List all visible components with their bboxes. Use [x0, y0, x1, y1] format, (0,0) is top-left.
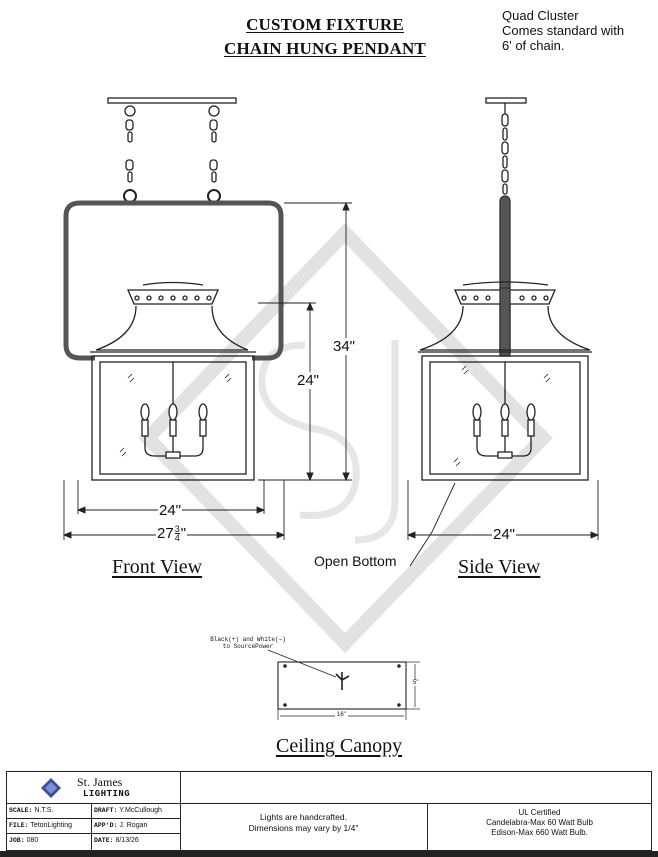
job-key: JOB: — [9, 837, 25, 844]
dim-side-width: 24" — [492, 526, 517, 543]
front-chain-right — [207, 105, 221, 203]
handcrafted-note: Lights are handcrafted. Dimensions may v… — [180, 812, 427, 834]
dim-width-whole: 27 — [157, 525, 174, 542]
wiring-note-line-1: Black(+) and White(–) — [210, 636, 286, 643]
watermark-letters — [258, 340, 399, 544]
side-chain — [501, 113, 509, 195]
ceiling-canopy-drawing — [267, 649, 420, 720]
front-dimension-lines — [62, 201, 352, 540]
front-view — [63, 97, 284, 481]
side-dimension-lines — [406, 480, 600, 567]
info-divider-v — [91, 803, 92, 850]
scale-value: N.T.S. — [34, 807, 54, 814]
front-chain-left — [123, 105, 137, 203]
dim-canopy-width: 16" — [335, 712, 348, 718]
ul-line-3: Edison-Max 660 Watt Bulb. — [491, 828, 588, 837]
appd-value: J. Rogan — [119, 822, 148, 829]
title-block: St. James LIGHTING SCALE: N.T.S. DRAFT: … — [6, 771, 652, 851]
draft-key: DRAFT: — [94, 807, 118, 814]
dim-overall-height: 34" — [332, 338, 357, 355]
wiring-note: Black(+) and White(–) to SourcePower — [200, 636, 296, 650]
dim-width-denominator: 4 — [174, 533, 180, 543]
info-grid: SCALE: N.T.S. DRAFT: Y.McCullough FILE: … — [7, 803, 181, 850]
job-value: 080 — [26, 837, 39, 844]
appd-key: APP'D: — [94, 822, 118, 829]
top-note: Quad Cluster Comes standard with 6' of c… — [502, 8, 624, 53]
bottom-border-bar — [0, 851, 658, 857]
open-bottom-label: Open Bottom — [314, 553, 397, 569]
dim-width-unit: " — [180, 525, 187, 542]
draft-value: Y.McCullough — [119, 807, 162, 814]
top-note-line-3: 6' of chain. — [502, 38, 565, 53]
ul-note: UL Certified Candelabra-Max 60 Watt Bulb… — [428, 808, 651, 838]
info-divider-2 — [7, 833, 180, 834]
top-note-line-2: Comes standard with — [502, 23, 625, 38]
watermark-logo — [138, 222, 553, 654]
top-note-line-1: Quad Cluster — [502, 8, 579, 23]
ul-line-2: Candelabra-Max 60 Watt Bulb — [486, 818, 593, 827]
company-name: St. James — [77, 775, 123, 789]
dim-canopy-height: 5" — [413, 680, 419, 686]
date-key: DATE: — [94, 837, 114, 844]
dim-width-numerator: 3 — [174, 524, 180, 534]
tb-row-divider — [180, 803, 651, 804]
info-divider-1 — [7, 818, 180, 819]
side-view-label: Side View — [458, 556, 541, 578]
dim-front-overall-width: 27 3 4 " — [156, 524, 188, 543]
handcrafted-line-1: Lights are handcrafted. — [260, 812, 347, 822]
date-value: 8/13/26 — [115, 837, 139, 844]
ul-line-1: UL Certified — [518, 808, 561, 817]
title-line-1: CUSTOM FIXTURE — [246, 15, 404, 34]
ceiling-canopy-label: Ceiling Canopy — [276, 735, 403, 757]
file-key: FILE: — [9, 822, 29, 829]
front-candle-cluster — [140, 362, 208, 459]
title-line-2: CHAIN HUNG PENDANT — [224, 39, 426, 58]
dim-front-body-width: 24" — [158, 502, 183, 519]
file-value: TetonLighting — [30, 822, 72, 829]
tb-col-divider — [427, 803, 428, 850]
side-candle-cluster — [472, 362, 536, 459]
dim-body-height: 24" — [296, 372, 321, 389]
wiring-note-line-2: to SourcePower — [222, 643, 274, 650]
handcrafted-line-2: Dimensions may vary by 1/4" — [248, 823, 359, 833]
company-logo-icon — [41, 778, 61, 798]
company-subname: LIGHTING — [83, 789, 131, 799]
front-view-label: Front View — [112, 556, 203, 578]
company-box: St. James LIGHTING — [7, 772, 181, 804]
dim-width-fraction: 3 4 — [174, 524, 180, 543]
scale-key: SCALE: — [9, 807, 33, 814]
side-view — [418, 97, 592, 481]
